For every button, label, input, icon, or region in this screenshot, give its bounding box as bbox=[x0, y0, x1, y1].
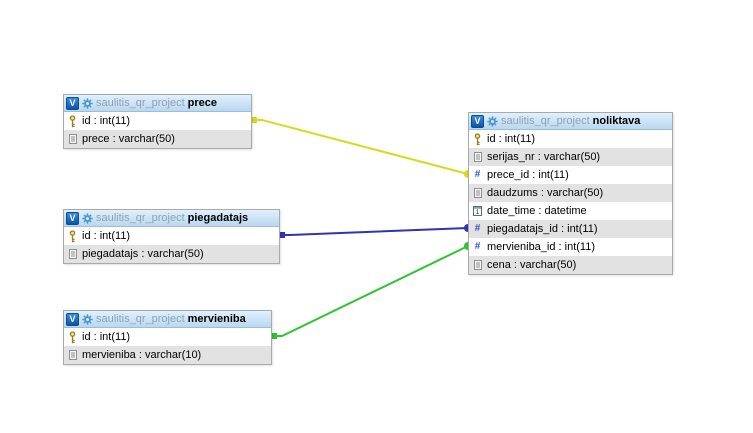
field-separator: : bbox=[90, 115, 100, 127]
database-name: saulitis_qr_project bbox=[501, 114, 590, 127]
field-name: mervieniba_id bbox=[487, 241, 556, 253]
field-name: id bbox=[82, 115, 91, 127]
table-header[interactable]: V saulitis_qr_project piegadatajs bbox=[64, 210, 279, 227]
int-column-icon: # bbox=[474, 169, 481, 180]
field-separator: : bbox=[90, 230, 100, 242]
field-name: prece bbox=[82, 133, 110, 145]
field-separator: : bbox=[529, 169, 539, 181]
field-separator: : bbox=[495, 133, 505, 145]
field-type: datetime bbox=[544, 205, 587, 217]
field-row-prece[interactable]: prece : varchar(50) bbox=[64, 130, 251, 148]
field-separator: : bbox=[555, 241, 565, 253]
field-row-daudzums[interactable]: daudzums : varchar(50) bbox=[469, 184, 672, 202]
table-header[interactable]: V saulitis_qr_project mervieniba bbox=[64, 311, 271, 328]
field-row-date_time[interactable]: 1 date_time : datetime bbox=[469, 202, 672, 220]
field-row-piegadatajs_id[interactable]: # piegadatajs_id : int(11) bbox=[469, 220, 672, 238]
table-header[interactable]: V saulitis_qr_project prece bbox=[64, 95, 251, 112]
text-column-icon bbox=[472, 188, 483, 198]
text-column-icon bbox=[472, 260, 483, 270]
table-structure-gear-icon[interactable] bbox=[82, 212, 93, 224]
primary-key-icon bbox=[472, 132, 483, 146]
field-row-id[interactable]: id : int(11) bbox=[64, 112, 251, 130]
table-name: prece bbox=[187, 96, 218, 109]
field-separator: : bbox=[537, 187, 547, 199]
field-row-piegadatajs[interactable]: piegadatajs : varchar(50) bbox=[64, 245, 279, 263]
field-type: int(11) bbox=[567, 223, 598, 235]
toggle-select-icon[interactable]: V bbox=[471, 114, 484, 128]
field-separator: : bbox=[535, 205, 545, 217]
field-name: id bbox=[82, 230, 91, 242]
table-node-piegadatajs[interactable]: V saulitis_qr_project piegadatajs id : i… bbox=[63, 209, 280, 264]
table-structure-gear-icon[interactable] bbox=[82, 313, 93, 325]
field-separator: : bbox=[90, 331, 100, 343]
field-type: int(11) bbox=[99, 115, 131, 127]
table-name: noliktava bbox=[592, 114, 641, 127]
table-node-noliktava[interactable]: V saulitis_qr_project noliktava id : int… bbox=[468, 112, 673, 275]
table-node-prece[interactable]: V saulitis_qr_project prece id : int(11) bbox=[63, 94, 252, 149]
int-column-icon: # bbox=[474, 223, 481, 234]
field-separator: : bbox=[557, 223, 568, 235]
field-name: piegadatajs_id bbox=[487, 223, 558, 235]
field-name: prece_id bbox=[487, 169, 530, 181]
field-row-id[interactable]: id : int(11) bbox=[469, 130, 672, 148]
field-name: id bbox=[82, 331, 91, 343]
field-type: varchar(50) bbox=[118, 133, 175, 145]
primary-key-icon bbox=[67, 114, 78, 128]
field-row-mervieniba[interactable]: mervieniba : varchar(10) bbox=[64, 346, 271, 364]
table-node-mervieniba[interactable]: V saulitis_qr_project mervieniba id : in… bbox=[63, 310, 272, 365]
relation-piegadatajs-noliktava bbox=[279, 224, 472, 238]
field-row-id[interactable]: id : int(11) bbox=[64, 328, 271, 346]
toggle-select-icon[interactable]: V bbox=[66, 211, 79, 225]
field-name: cena bbox=[487, 259, 511, 271]
field-separator: : bbox=[510, 259, 521, 271]
primary-key-icon bbox=[67, 229, 78, 243]
field-row-cena[interactable]: cena : varchar(50) bbox=[469, 256, 672, 274]
table-name: mervieniba bbox=[187, 312, 246, 325]
field-name: piegadatajs bbox=[82, 248, 139, 260]
field-type: varchar(50) bbox=[520, 259, 577, 271]
field-name: serijas_nr bbox=[487, 151, 535, 163]
field-type: varchar(50) bbox=[147, 248, 204, 260]
field-type: int(11) bbox=[564, 241, 596, 253]
field-type: int(11) bbox=[538, 169, 569, 181]
field-name: mervieniba bbox=[82, 349, 136, 361]
toggle-select-icon[interactable]: V bbox=[66, 312, 79, 326]
primary-key-icon bbox=[67, 330, 78, 344]
text-column-icon bbox=[67, 249, 78, 259]
database-name: saulitis_qr_project bbox=[96, 96, 185, 109]
table-structure-gear-icon[interactable] bbox=[487, 115, 498, 127]
text-column-icon bbox=[67, 350, 78, 360]
field-row-serijas_nr[interactable]: serijas_nr : varchar(50) bbox=[469, 148, 672, 166]
int-column-icon: # bbox=[474, 241, 481, 252]
field-row-id[interactable]: id : int(11) bbox=[64, 227, 279, 245]
field-separator: : bbox=[109, 133, 119, 145]
field-row-prece_id[interactable]: # prece_id : int(11) bbox=[469, 166, 672, 184]
field-type: varchar(50) bbox=[543, 151, 601, 163]
field-separator: : bbox=[135, 349, 145, 361]
field-type: varchar(50) bbox=[546, 187, 604, 199]
toggle-select-icon[interactable]: V bbox=[66, 96, 79, 110]
table-name: piegadatajs bbox=[187, 211, 249, 224]
svg-text:1: 1 bbox=[476, 209, 480, 216]
relation-prece-noliktava bbox=[251, 117, 472, 178]
text-column-icon bbox=[67, 134, 78, 144]
field-separator: : bbox=[534, 151, 544, 163]
field-type: int(11) bbox=[99, 230, 131, 242]
text-column-icon bbox=[472, 152, 483, 162]
field-name: id bbox=[487, 133, 496, 145]
field-name: date_time bbox=[487, 205, 536, 217]
database-name: saulitis_qr_project bbox=[96, 312, 185, 325]
field-name: daudzums bbox=[487, 187, 538, 199]
relation-mervieniba-noliktava bbox=[271, 242, 472, 339]
datetime-column-icon: 1 bbox=[472, 206, 483, 216]
field-row-mervieniba_id[interactable]: # mervieniba_id : int(11) bbox=[469, 238, 672, 256]
field-separator: : bbox=[138, 248, 148, 260]
field-type: varchar(10) bbox=[144, 349, 202, 361]
table-header[interactable]: V saulitis_qr_project noliktava bbox=[469, 113, 672, 130]
field-type: int(11) bbox=[99, 331, 131, 343]
database-name: saulitis_qr_project bbox=[96, 211, 185, 224]
table-structure-gear-icon[interactable] bbox=[82, 97, 93, 109]
field-type: int(11) bbox=[504, 133, 536, 145]
